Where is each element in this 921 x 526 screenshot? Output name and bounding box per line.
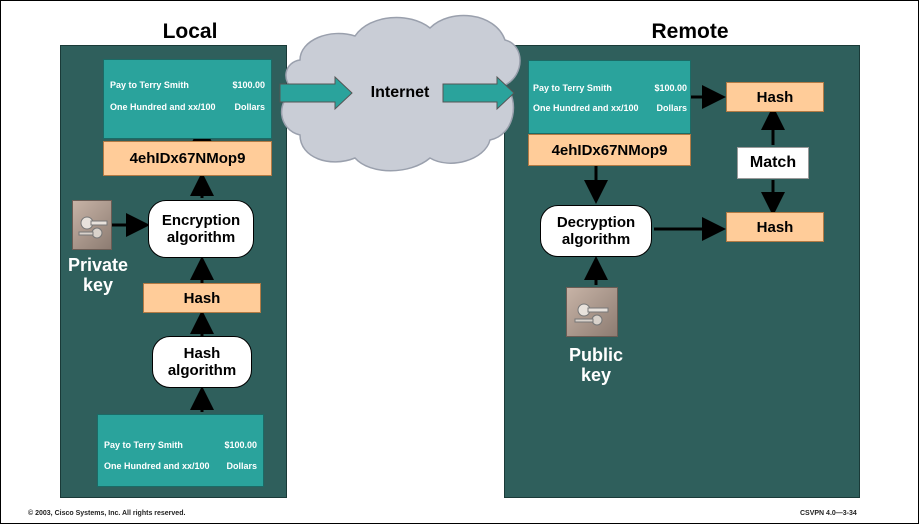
copyright-footer: © 2003, Cisco Systems, Inc. All rights r…: [28, 510, 186, 517]
decryption-algorithm: Decryption algorithm: [540, 205, 652, 257]
remote-hash-top: Hash: [726, 82, 824, 112]
remote-hash-bottom: Hash: [726, 212, 824, 242]
private-key-label: Private key: [67, 255, 129, 295]
doc-payee: Pay to Terry Smith: [110, 80, 189, 90]
local-original-document: Pay to Terry Smith $100.00 One Hundred a…: [97, 414, 264, 487]
doc-amount: $100.00: [232, 80, 265, 90]
match-label: Match: [737, 147, 809, 179]
local-hash-box: Hash: [143, 283, 261, 313]
doc-payee: Pay to Terry Smith: [104, 440, 183, 450]
doc-amount: $100.00: [654, 83, 687, 93]
doc-payee: Pay to Terry Smith: [533, 83, 612, 93]
private-key-image: [72, 200, 112, 250]
doc-unit: Dollars: [234, 102, 265, 112]
key-icon: [574, 303, 609, 326]
remote-signature-box: 4ehIDx67NMop9: [528, 134, 691, 166]
encryption-algorithm: Encryption algorithm: [148, 200, 254, 258]
doc-words: One Hundred and xx/100: [104, 461, 210, 471]
key-icon: [78, 216, 108, 239]
public-key-label: Public key: [568, 345, 623, 385]
doc-unit: Dollars: [226, 461, 257, 471]
local-signed-document: Pay to Terry Smith $100.00 One Hundred a…: [103, 59, 272, 139]
local-heading: Local: [162, 20, 218, 43]
doc-words: One Hundred and xx/100: [533, 103, 639, 113]
remote-heading: Remote: [651, 20, 729, 43]
doc-unit: Dollars: [656, 103, 687, 113]
local-signature-box: 4ehIDx67NMop9: [103, 141, 272, 176]
hash-algorithm: Hash algorithm: [152, 336, 252, 388]
remote-document: Pay to Terry Smith $100.00 One Hundred a…: [528, 60, 691, 134]
internet-label: Internet: [370, 84, 430, 101]
course-code-footer: CSVPN 4.0—3-34: [800, 510, 857, 517]
doc-words: One Hundred and xx/100: [110, 102, 216, 112]
doc-amount: $100.00: [224, 440, 257, 450]
public-key-image: [566, 287, 618, 337]
